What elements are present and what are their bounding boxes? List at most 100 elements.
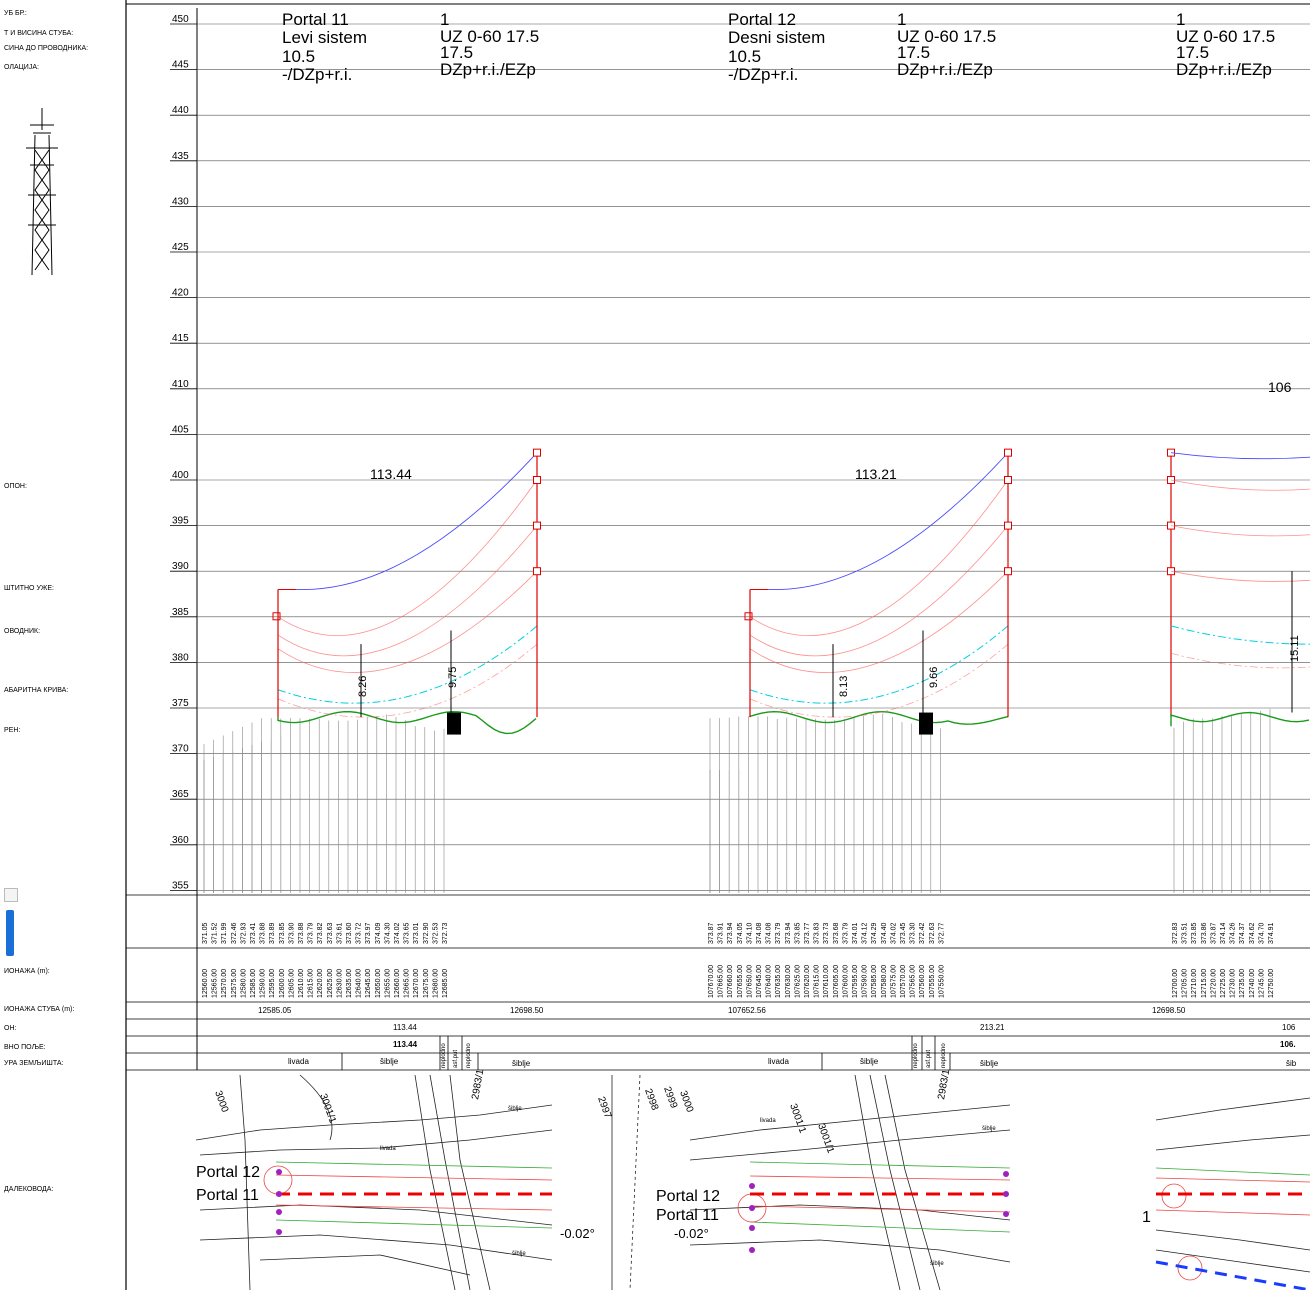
tower-station: 107652.56 xyxy=(728,1006,766,1015)
left-label: ОН: xyxy=(4,1025,17,1032)
chainage-value: 12630.00 xyxy=(336,969,343,998)
elevation-value: 372.53 xyxy=(432,922,439,944)
left-label: ШТИТНО УЖЕ: xyxy=(4,585,54,592)
land-use: neplodno xyxy=(941,1043,947,1068)
header-num: 1 xyxy=(440,10,449,29)
y-tick-label: 390 xyxy=(172,561,189,572)
chainage-value: 12610.00 xyxy=(298,969,305,998)
land-use: neplodno xyxy=(913,1043,919,1068)
y-tick-label: 425 xyxy=(172,242,189,253)
header-portal-12: Portal 12 Desni sistem 10.5 -/DZp+r.i. 1… xyxy=(728,10,996,84)
plan-view: Portal 12 Portal 11 -0.02° Portal 12 Por… xyxy=(195,1068,1310,1290)
chainage-value: 107610.00 xyxy=(823,965,830,998)
land-use: neplodno xyxy=(466,1043,472,1068)
chainage-value: 107615.00 xyxy=(814,965,821,998)
elevation-value: 372.93 xyxy=(240,922,247,944)
y-tick-label: 355 xyxy=(172,880,189,891)
elevation-value: 373.90 xyxy=(288,922,295,944)
chainage-value: 12660.00 xyxy=(394,969,401,998)
elevation-value: 373.91 xyxy=(718,922,725,944)
insulator-marker xyxy=(272,612,281,621)
insulator-marker xyxy=(1004,567,1012,576)
elevation-value: 373.94 xyxy=(727,922,734,944)
elevation-value: 374.12 xyxy=(862,922,869,944)
elevation-value: 373.94 xyxy=(785,922,792,944)
chainage-value: 12595.00 xyxy=(269,969,276,998)
left-label: РЕН: xyxy=(4,727,20,734)
panel-handle[interactable] xyxy=(4,888,18,902)
elevation-value: 374.08 xyxy=(766,922,773,944)
clearance-label: 9.75 xyxy=(447,667,459,688)
elevation-value: 372.73 xyxy=(442,922,449,944)
y-tick-label: 400 xyxy=(172,470,189,481)
conductor-line xyxy=(277,570,538,673)
side-tab[interactable] xyxy=(6,910,14,956)
chainage-value: 12600.00 xyxy=(279,969,286,998)
header-h2: 17.5 xyxy=(897,43,930,62)
elevation-value: 373.85 xyxy=(794,922,801,944)
land-use: šiblje xyxy=(512,1059,531,1068)
chainage-value: 12715.00 xyxy=(1201,969,1208,998)
chainage-value: 12725.00 xyxy=(1220,969,1227,998)
header-iso2: DZp+r.i./EZp xyxy=(1176,60,1272,79)
chainage-value: 107565.00 xyxy=(910,965,917,998)
elevation-value: 373.72 xyxy=(356,922,363,944)
elevation-value: 374.26 xyxy=(1230,922,1237,944)
elevation-value: 373.87 xyxy=(1210,922,1217,944)
plan-landuse: šiblje xyxy=(930,1261,944,1267)
chainage-value: 12740.00 xyxy=(1249,969,1256,998)
elevation-value: 373.89 xyxy=(269,922,276,944)
elevation-value: 371.52 xyxy=(212,922,219,944)
elevation-value: 373.51 xyxy=(1182,922,1189,944)
earth-wire xyxy=(767,452,1009,590)
chainage-value: 12635.00 xyxy=(346,969,353,998)
elevation-value: 374.91 xyxy=(1268,922,1275,944)
gauge-curve xyxy=(749,643,1009,718)
chainage-value: 107625.00 xyxy=(794,965,801,998)
elevation-value: 373.88 xyxy=(260,922,267,944)
elevation-value: 372.42 xyxy=(919,922,926,944)
span-value: 106 xyxy=(1282,1023,1296,1032)
chainage-value: 107640.00 xyxy=(766,965,773,998)
header-conductor: UZ 0-60 17.5 xyxy=(897,27,996,46)
obstacle-block xyxy=(447,712,461,735)
elevation-value: 373.87 xyxy=(708,922,715,944)
y-tick-label: 415 xyxy=(172,333,189,344)
elevation-value: 373.97 xyxy=(365,922,372,944)
y-tick-label: 445 xyxy=(172,60,189,71)
parcel-number: 3001/1 xyxy=(317,1092,338,1125)
plan-landuse: livada xyxy=(760,1118,776,1124)
elevation-value: 372.90 xyxy=(423,922,430,944)
chainage-value: 107660.00 xyxy=(727,965,734,998)
elevation-value: 374.30 xyxy=(384,922,391,944)
conductor-line xyxy=(277,479,538,637)
chainage-value: 107605.00 xyxy=(833,965,840,998)
conductor-line xyxy=(1170,479,1310,491)
left-label: ОЛАЦИЈА: xyxy=(4,64,39,71)
elevation-value: 373.73 xyxy=(823,922,830,944)
header-height: 10.5 xyxy=(282,47,315,66)
elevation-value: 371.99 xyxy=(221,922,228,944)
land-use: šiblje xyxy=(860,1057,879,1066)
chainage-value: 107665.00 xyxy=(718,965,725,998)
header-third: 1 UZ 0-60 17.5 17.5 DZp+r.i./EZp xyxy=(1176,10,1275,79)
chainage-value: 12640.00 xyxy=(356,969,363,998)
plan-label: Portal 11 xyxy=(196,1187,259,1204)
land-use: livada xyxy=(288,1057,309,1066)
elevation-value: 373.79 xyxy=(775,922,782,944)
elevation-value: 373.86 xyxy=(1201,922,1208,944)
ruling-span: 106. xyxy=(1280,1040,1296,1049)
plan-label: -0.02° xyxy=(674,1226,709,1241)
elevation-value: 372.83 xyxy=(1172,922,1179,944)
parcel-number: 3001/1 xyxy=(787,1102,808,1135)
header-system: Desni sistem xyxy=(728,28,825,47)
elevation-value: 374.37 xyxy=(1239,922,1246,944)
chainage-value: 107650.00 xyxy=(746,965,753,998)
elevation-value: 373.61 xyxy=(336,922,343,944)
header-name: Portal 11 xyxy=(282,10,349,29)
parcel-number: 2999 xyxy=(661,1085,679,1110)
elevation-value: 372.46 xyxy=(231,922,238,944)
chainage-value: 107620.00 xyxy=(804,965,811,998)
elevation-value: 373.41 xyxy=(250,922,257,944)
y-tick-label: 410 xyxy=(172,379,189,390)
